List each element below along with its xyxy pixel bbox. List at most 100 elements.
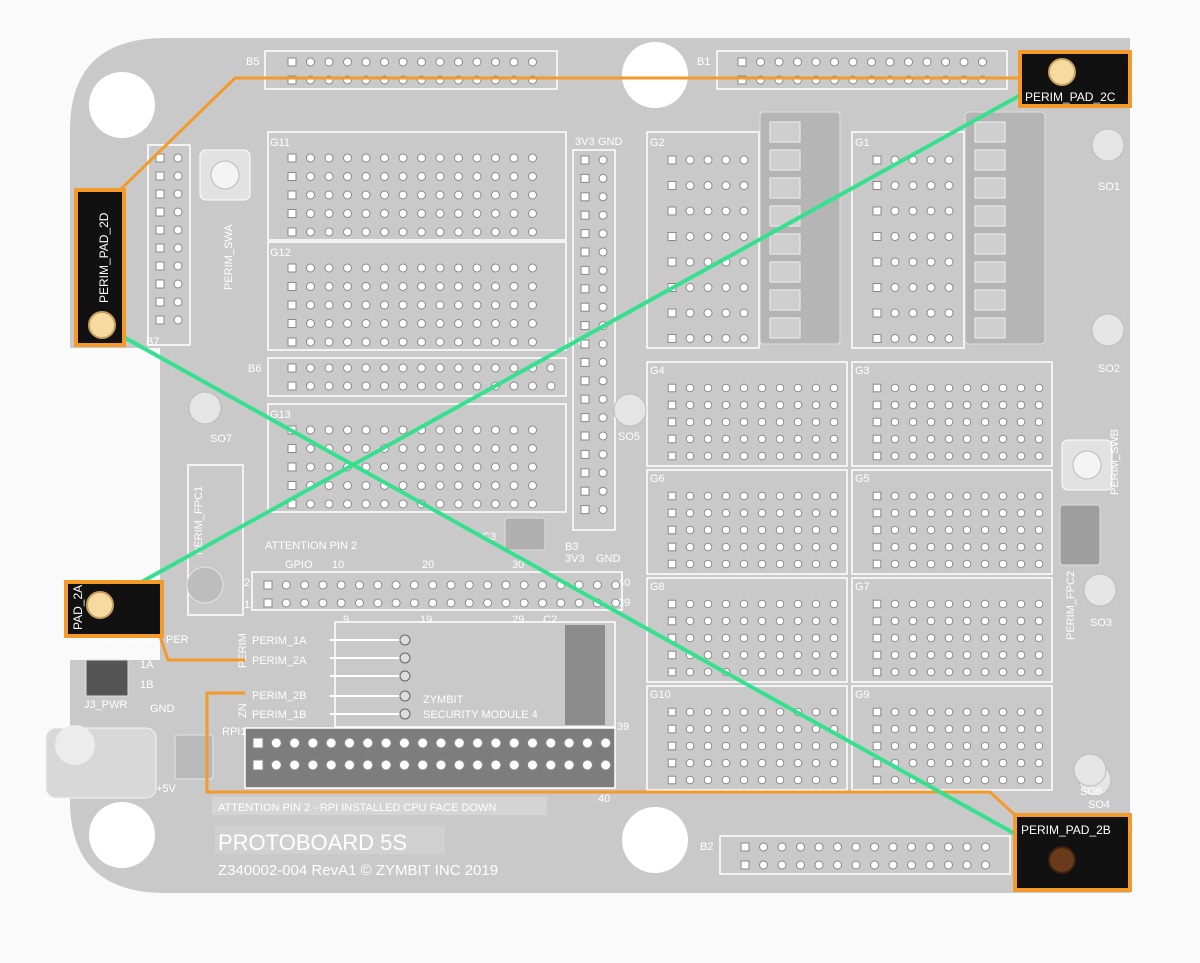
pad-hole: [580, 173, 590, 183]
pad-hole: [611, 580, 621, 590]
perim-jumper: 1A 1B PERIM_JUM PER: [85, 634, 189, 697]
pad-hole: [703, 707, 713, 717]
pad-hole: [759, 860, 768, 870]
pad-hole: [454, 153, 463, 163]
pad-hole: [173, 279, 183, 289]
pad-hole: [998, 599, 1008, 609]
standoff-label: SO1: [1098, 181, 1120, 193]
pad-hole: [491, 444, 500, 453]
pad-2c[interactable]: PERIM_PAD_2C: [1018, 50, 1132, 108]
pad-hole: [739, 400, 749, 410]
pad-hole: [472, 172, 482, 181]
pad-hole: [398, 209, 408, 218]
pad-hole: [872, 491, 882, 501]
pad-hole: [811, 559, 821, 569]
pad-hole: [598, 505, 608, 515]
pad-hole: [775, 775, 785, 785]
pad-hole: [592, 580, 602, 590]
pad-hole: [398, 481, 408, 490]
pad-hole: [811, 417, 821, 427]
pad-hole: [318, 580, 328, 590]
pad-hole: [361, 57, 371, 67]
pad-hole: [908, 616, 918, 626]
pad-hole: [491, 190, 500, 200]
pad-hole: [944, 667, 954, 677]
pad-hole: [417, 337, 426, 347]
pad-hole: [173, 297, 183, 307]
perim-side-label: PERIM: [237, 633, 249, 668]
pad-hole: [739, 451, 749, 461]
pad-hole: [944, 508, 954, 518]
pad-hole: [528, 481, 537, 490]
pad-hole: [811, 741, 821, 751]
pad-hole: [944, 525, 954, 535]
pad-hole: [740, 842, 750, 852]
pad-hole: [501, 598, 511, 608]
pad-hole: [580, 413, 590, 423]
grid-g4-label: G4: [650, 365, 665, 377]
pad-hole: [306, 282, 315, 291]
pad-hole: [926, 525, 936, 535]
pad-hole: [814, 860, 824, 870]
pad-hole: [962, 860, 972, 870]
pad-hole: [324, 57, 334, 67]
pad-hole: [944, 860, 953, 870]
pad-2b[interactable]: PERIM_PAD_2B: [1013, 813, 1132, 892]
pad-hole: [962, 491, 972, 501]
pad-hole: [155, 279, 165, 289]
pad-hole: [739, 283, 749, 292]
pad-hole: [944, 633, 954, 643]
pad-hole: [598, 265, 608, 275]
pad-hole: [1016, 383, 1026, 393]
pad-hole: [1016, 633, 1026, 643]
pad-hole: [344, 759, 355, 771]
pad-hole: [926, 383, 936, 393]
pad-hole: [757, 650, 767, 660]
pad-hole: [907, 860, 916, 870]
pad-hole: [721, 308, 731, 318]
pad-hole: [580, 302, 590, 312]
pad-hole: [925, 860, 935, 870]
pad-hole: [398, 153, 408, 163]
pad-hole: [811, 451, 821, 461]
pad-hole: [908, 181, 918, 190]
pad-hole: [252, 737, 264, 749]
pad-hole: [380, 425, 389, 435]
pad-hole: [580, 321, 590, 331]
pad-hole: [563, 737, 575, 749]
pad-hole: [962, 451, 972, 461]
pad-hole: [926, 707, 936, 717]
pad-hole: [890, 417, 900, 427]
pad-hole: [667, 542, 677, 552]
pad-hole: [1034, 616, 1044, 626]
pad-hole: [454, 337, 463, 347]
pad-hole: [703, 599, 713, 609]
pad-hole: [811, 400, 821, 410]
pad-hole: [435, 737, 447, 749]
perim-pin: [399, 634, 411, 646]
pad-hole: [703, 434, 713, 444]
pad-hole: [944, 308, 954, 318]
pad-hole: [944, 383, 954, 393]
pad-hole: [545, 759, 557, 771]
pad-hole: [944, 206, 954, 216]
pad-hole: [757, 599, 767, 609]
perim-1b-label: PERIM_1B: [252, 709, 306, 721]
pad-hole: [287, 300, 297, 310]
pad-hole: [944, 257, 954, 267]
pad-hole: [667, 616, 677, 626]
pad-hole: [962, 758, 972, 768]
pad-hole: [926, 542, 936, 552]
pad-hole: [361, 209, 371, 218]
pad-hole: [435, 381, 445, 391]
pad-hole: [998, 400, 1008, 410]
pad-hole: [580, 357, 590, 367]
pad-hole: [380, 319, 389, 328]
pad-2a[interactable]: PAD_2A: [64, 580, 164, 638]
pad-hole: [598, 229, 608, 239]
pad-hole: [926, 308, 936, 318]
pad-hole: [872, 525, 882, 535]
pad-hole: [508, 759, 520, 771]
pad-2d[interactable]: PERIM_PAD_2D: [74, 188, 126, 347]
